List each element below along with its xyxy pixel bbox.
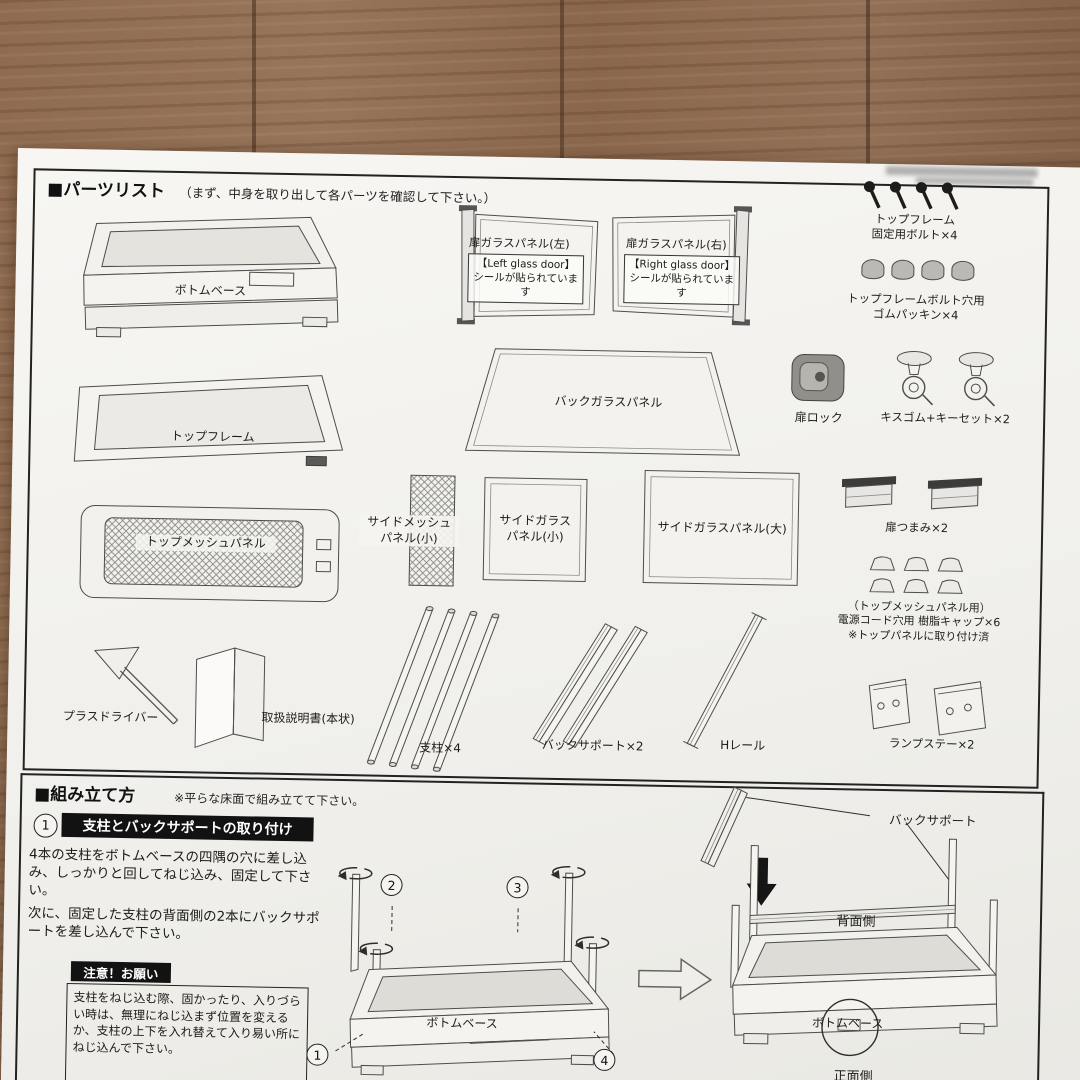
back-side-label: 背面側 [836,914,876,930]
door-knob-drawing [841,476,897,508]
door-lock-label: 扉ロック [794,410,843,426]
pillars-drawing [366,606,500,772]
resin-caps-drawing [869,556,964,594]
pillars-label: 支柱×4 [419,740,462,756]
side-glass-small-label: サイドガラス パネル(小) [499,512,572,544]
top-frame-drawing [73,375,344,467]
bottom-base-label-left-diagram: ボトムベース [426,1015,498,1031]
step-1-paragraph-1: 4本の支柱をボトムベースの四隅の穴に差し込み、しっかりと回してねじ込み、固定して… [28,846,312,899]
bolts-label: トップフレーム 固定用ボルト×4 [871,211,958,243]
caution-heading: 注意！お願い [70,961,172,983]
bolts-drawing [863,181,959,210]
door-knobs-label: 扉つまみ×2 [885,519,949,536]
bottom-base-label: ボトムベース [174,282,247,299]
lamp-stay-drawing [933,681,987,736]
caution-box: 支柱をねじ込む際、固かったり、入りづらい時は、無理にねじ込まず位置を変えるか、支… [64,983,309,1080]
screwdriver-drawing [94,646,178,725]
back-supports-drawing [532,623,648,748]
step-1-heading: 支柱とバックサポートの取り付け [61,812,314,842]
assembly-note: ※平らな床面で組み立てて下さい。 [173,790,365,809]
manual-label: 取扱説明書(本状) [261,710,355,727]
side-glass-small-drawing [482,477,588,582]
resin-caps-label: （トップメッシュパネル用） 電源コード穴用 樹脂キャップ×6 ※トップパネルに取… [837,599,1001,644]
bottom-base-drawing [83,216,339,338]
bottom-base-label-right-diagram: ボトムベース [811,1015,884,1032]
door-lock-drawing [791,353,845,402]
next-step-arrow [637,957,713,1001]
packing-drawing [861,259,975,281]
front-side-label: 正面側 [833,1069,873,1080]
left-door-seal-note: 【Left glass door】 シールが貼られています [467,253,585,304]
door-knob-drawing [927,477,983,510]
lamp-stays-label: ランプステー×2 [888,736,975,752]
assembly-diagram-right [700,786,998,1057]
show-through-text [885,165,1038,178]
back-support-callout: バックサポート [888,812,977,829]
side-mesh-label: サイドメッシュ パネル(小) [358,514,460,548]
manual-drawing [194,647,266,749]
right-door-label: 扉ガラスパネル(右) [625,236,727,253]
top-mesh-panel-label: トップメッシュパネル [135,534,276,553]
step-1-paragraph-2: 次に、固定した支柱の背面側の2本にバックサポートを差し込んで下さい。 [27,905,320,943]
screwdriver-label: プラスドライバー [62,708,159,725]
left-door-label: 扉ガラスパネル(左) [468,235,570,252]
back-glass-drawing [464,348,741,456]
instruction-sheet: ■パーツリスト （まず、中身を取り出して各パーツを確認して下さい。） ボトムベー… [0,148,1080,1080]
h-rail-label: Hレール [720,737,766,753]
parts-list-title: ■パーツリスト [47,179,166,202]
suction-cup-drawing [896,350,934,406]
suction-cup-drawing [958,352,996,407]
assembly-title: ■組み立て方 [33,784,136,807]
packing-label: トップフレームボルト穴用 ゴムパッキン×4 [846,291,985,323]
top-frame-label: トップフレーム [170,428,255,445]
back-supports-label: バックサポート×2 [541,737,644,754]
top-mesh-panel-drawing [79,504,340,603]
side-glass-large-label: サイドガラスパネル(大) [657,519,787,537]
back-glass-label: バックガラスパネル [554,393,663,410]
suction-cups-label: キスゴム+キーセット×2 [880,409,1011,427]
right-door-seal-note: 【Right glass door】 シールが貼られています [623,254,741,305]
side-glass-large-drawing [642,470,800,586]
lamp-stay-drawing [868,678,911,730]
assembly-diagram-left [335,865,614,1076]
h-rail-drawing [683,612,767,750]
